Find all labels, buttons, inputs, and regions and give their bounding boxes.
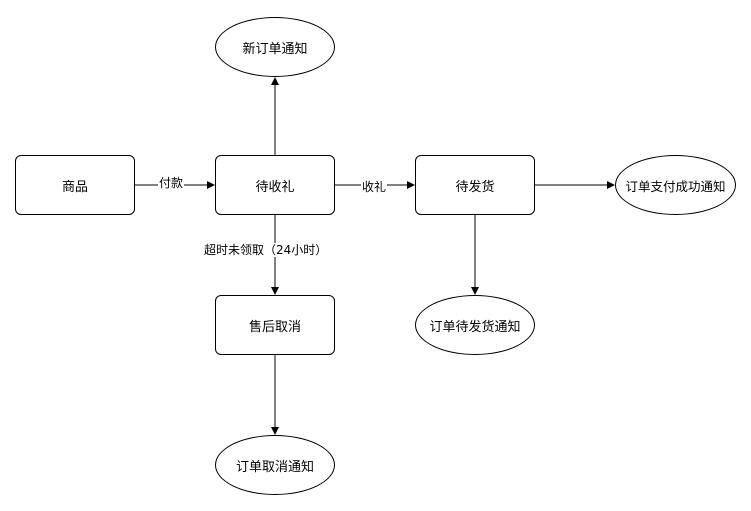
node-order-cancel-notice[interactable]: 订单取消通知 bbox=[215, 435, 335, 495]
node-aftersale-cancel[interactable]: 售后取消 bbox=[215, 295, 335, 355]
node-order-paid-notice[interactable]: 订单支付成功通知 bbox=[615, 155, 736, 215]
node-order-pending-ship-notice[interactable]: 订单待发货通知 bbox=[415, 295, 535, 355]
node-pending-receive[interactable]: 待收礼 bbox=[215, 155, 335, 215]
node-new-order-notice[interactable]: 新订单通知 bbox=[215, 17, 335, 77]
node-goods[interactable]: 商品 bbox=[15, 155, 135, 215]
node-pending-ship[interactable]: 待发货 bbox=[415, 155, 535, 215]
edge-label-receive: 收礼 bbox=[361, 180, 388, 194]
edge-label-pay: 付款 bbox=[158, 176, 185, 190]
edge-label-timeout: 超时未领取（24小时） bbox=[203, 243, 329, 257]
